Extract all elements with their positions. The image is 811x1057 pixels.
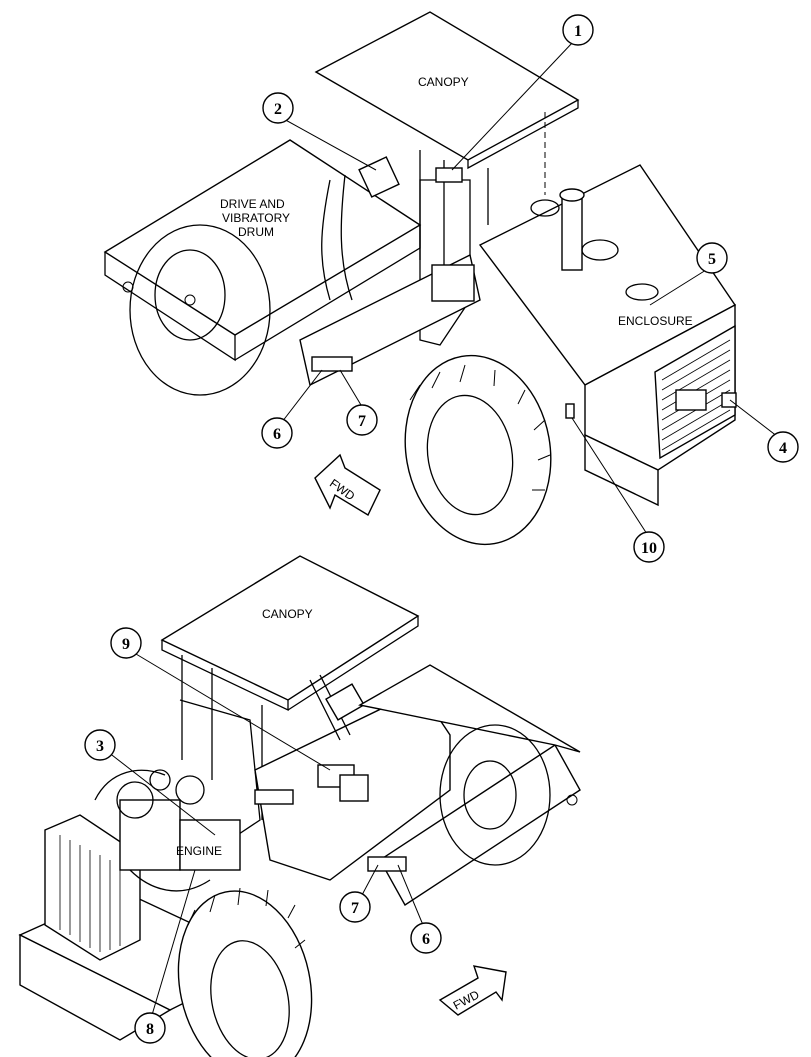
bottom-callout-6: 6 — [410, 922, 442, 954]
bottom-engine-label: ENGINE — [176, 844, 222, 858]
bottom-callout-7: 7 — [339, 891, 371, 923]
top-drum-label-3: DRUM — [238, 225, 274, 239]
svg-text:4: 4 — [779, 440, 787, 457]
svg-text:1: 1 — [574, 23, 582, 40]
bottom-drum-frame-top — [358, 664, 581, 753]
decal-drum-frame — [367, 856, 407, 872]
top-seat-panel — [431, 264, 475, 302]
bottom-fwd-arrow — [438, 965, 507, 1016]
top-control-panel — [358, 156, 400, 198]
top-drum-label-1: DRIVE AND — [220, 197, 285, 211]
bottom-callout-8: 8 — [134, 1012, 166, 1044]
svg-text:2: 2 — [274, 101, 282, 118]
top-callout-6: 6 — [261, 417, 293, 449]
top-callout-7: 7 — [346, 404, 378, 436]
top-exhaust-stack — [561, 194, 583, 271]
bottom-tire — [177, 890, 313, 1057]
top-callout-5: 5 — [696, 242, 728, 274]
svg-text:5: 5 — [708, 251, 716, 268]
decal-frame-right — [565, 403, 575, 419]
top-canopy-label: CANOPY — [418, 75, 469, 89]
bottom-control-panel — [325, 683, 365, 721]
top-callout-1: 1 — [562, 14, 594, 46]
decal-fender-left — [254, 789, 294, 805]
svg-text:7: 7 — [358, 413, 366, 430]
top-view: FWD CANOPY DRIVE AND VIBRATORY DRUM ENCL… — [103, 11, 799, 563]
top-base — [584, 433, 659, 507]
bottom-engine-housing — [179, 819, 241, 871]
top-drum-label-2: VIBRATORY — [222, 211, 290, 225]
svg-text:7: 7 — [351, 900, 359, 917]
svg-text:9: 9 — [122, 636, 130, 653]
top-callout-2: 2 — [262, 92, 294, 124]
bottom-engine-base-side — [19, 933, 172, 1041]
bottom-side-panel — [339, 774, 369, 802]
top-fwd-arrow — [314, 453, 381, 516]
bottom-callout-9: 9 — [110, 627, 142, 659]
top-grille-plate — [675, 389, 707, 411]
svg-text:6: 6 — [422, 931, 430, 948]
decal-deck-left — [311, 356, 353, 372]
bottom-drum-frame-side — [379, 744, 581, 906]
svg-text:8: 8 — [146, 1021, 154, 1038]
svg-text:6: 6 — [273, 426, 281, 443]
svg-text:10: 10 — [641, 540, 657, 557]
bottom-canopy-label: CANOPY — [262, 607, 313, 621]
bottom-view: FWD CANOPY ENGINE 9 3 7 6 8 — [18, 555, 581, 1057]
top-callout-10: 10 — [633, 531, 665, 563]
decal-enclosure-side — [721, 392, 737, 408]
top-rear-tire — [404, 354, 552, 546]
top-enclosure-label: ENCLOSURE — [618, 314, 693, 328]
bottom-callout-3: 3 — [84, 729, 116, 761]
bottom-canopy-roof — [160, 555, 420, 701]
bottom-radiator — [44, 814, 141, 961]
decal-rops-top — [435, 167, 463, 183]
svg-text:3: 3 — [96, 738, 104, 755]
top-callout-4: 4 — [767, 431, 799, 463]
